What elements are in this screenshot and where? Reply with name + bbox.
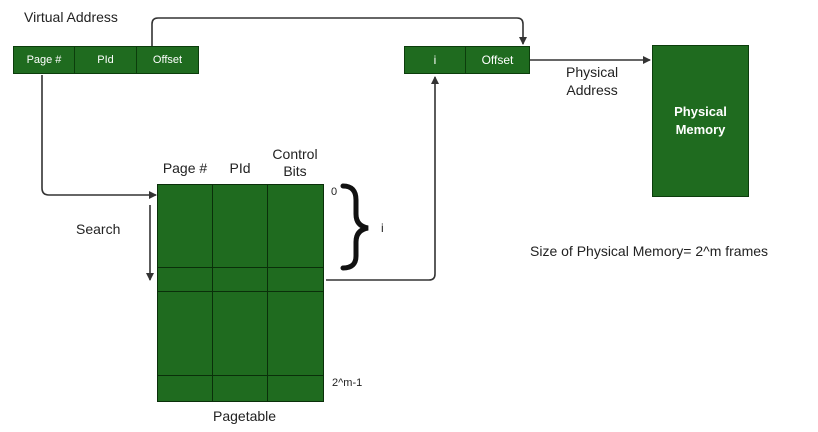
- pt-index-label: i: [381, 221, 384, 235]
- va-offset-field: Offset: [136, 46, 199, 74]
- page-lookup-arrow: [41, 75, 157, 199]
- pt-column-divider: [267, 185, 268, 401]
- pt-header-control-line2: Bits: [283, 163, 307, 179]
- frame-index-arrow: [326, 76, 439, 281]
- page-table: [157, 184, 324, 402]
- virtual-address-register: Page # PId Offset: [13, 46, 199, 74]
- physical-memory-size-note: Size of Physical Memory= 2^m frames: [530, 243, 769, 259]
- virtual-address-title: Virtual Address: [24, 9, 118, 25]
- pa-frame-index-field: i: [404, 46, 466, 74]
- pt-header-control-bits: Control Bits: [266, 146, 324, 180]
- physical-address-label-line1: Physical: [566, 64, 619, 80]
- pt-row-divider: [158, 291, 323, 292]
- pt-column-divider: [212, 185, 213, 401]
- physical-address-register: i Offset: [404, 46, 530, 74]
- physical-address-label-line2: Address: [566, 82, 618, 98]
- curly-brace: [340, 183, 369, 271]
- physical-memory-line1: Physical: [674, 104, 727, 119]
- pa-offset-field: Offset: [465, 46, 530, 74]
- physical-memory-block: Physical Memory: [652, 45, 749, 197]
- pt-header-pid: PId: [229, 160, 251, 176]
- va-page-number-field: Page #: [13, 46, 75, 74]
- pt-first-row-label: 0: [331, 186, 338, 198]
- pt-row-divider: [158, 267, 323, 268]
- va-pid-field: PId: [74, 46, 137, 74]
- offset-arrow: [151, 17, 527, 46]
- pt-row-divider: [158, 375, 323, 376]
- search-label: Search: [76, 221, 121, 237]
- pt-header-page-number: Page #: [162, 160, 208, 176]
- physical-memory-line2: Memory: [675, 122, 726, 137]
- pt-header-control-line1: Control: [272, 146, 318, 162]
- pt-last-row-label: 2^m-1: [332, 377, 363, 389]
- pagetable-caption: Pagetable: [213, 408, 277, 424]
- physical-address-label: Physical Address: [566, 63, 618, 99]
